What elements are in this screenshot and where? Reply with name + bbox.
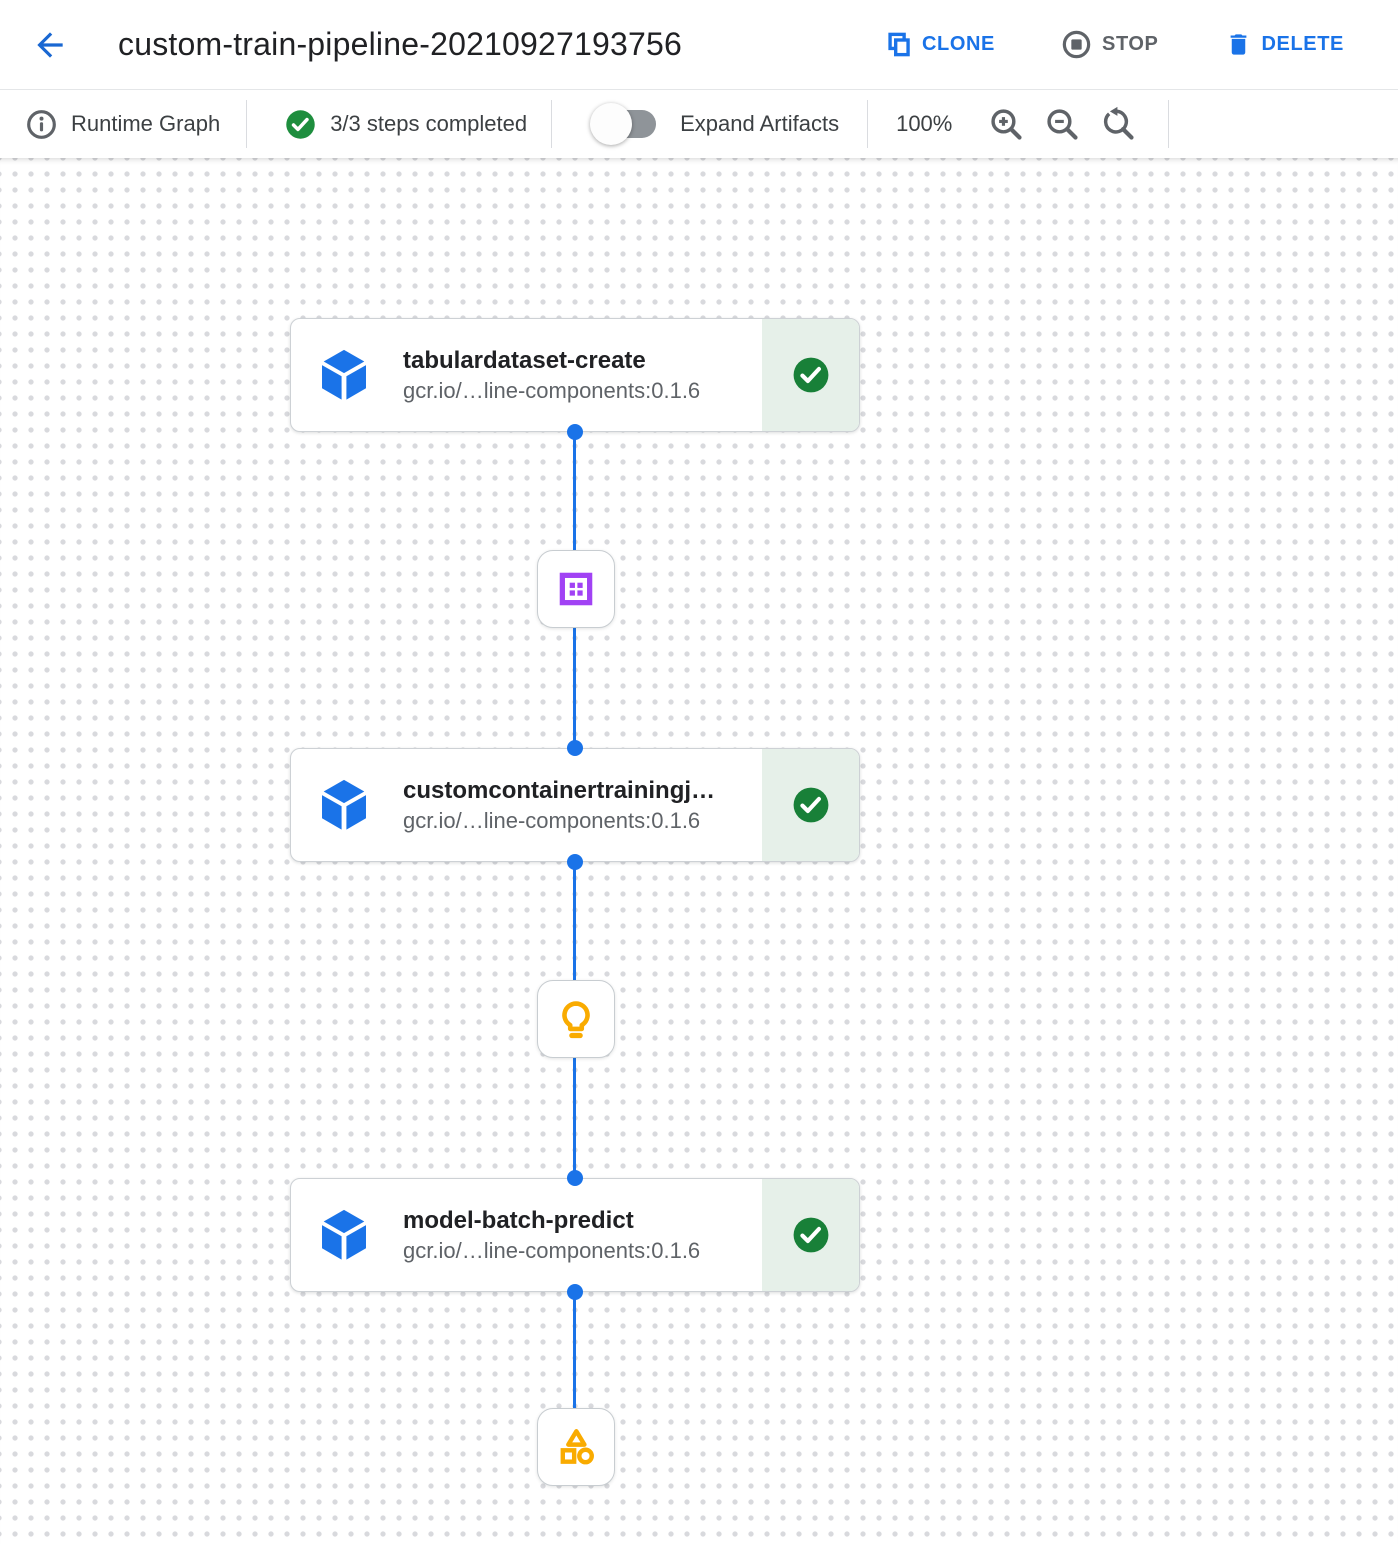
artifact-node-model[interactable] bbox=[537, 980, 615, 1058]
artifact-node-artifacts[interactable] bbox=[537, 1408, 615, 1486]
pipeline-graph-canvas[interactable]: tabulardataset-create gcr.io/…line-compo… bbox=[0, 158, 1398, 1544]
zoom-in-icon bbox=[991, 109, 1022, 140]
artifact-shapes-icon bbox=[560, 1429, 594, 1465]
success-check-icon bbox=[793, 357, 828, 393]
toggle-knob bbox=[590, 103, 633, 145]
node-title: model-batch-predict bbox=[403, 1206, 634, 1234]
pipeline-component-cube-icon bbox=[315, 1206, 373, 1264]
edge-artifact2-node3 bbox=[573, 1058, 576, 1178]
graph-toolbar: Runtime Graph 3/3 steps completed Expand… bbox=[0, 90, 1398, 158]
edge-anchor-dot bbox=[567, 424, 583, 440]
stop-label: STOP bbox=[1102, 33, 1159, 55]
header: custom-train-pipeline-20210927193756 CLO… bbox=[0, 0, 1398, 90]
steps-check-icon bbox=[285, 109, 316, 140]
edge-node3-artifact3 bbox=[573, 1292, 576, 1408]
toolbar-divider bbox=[551, 100, 553, 148]
zoom-out-icon bbox=[1047, 109, 1078, 140]
view-mode-label: Runtime Graph bbox=[71, 111, 221, 136]
node-image: gcr.io/…line-components:0.1.6 bbox=[403, 377, 701, 403]
toolbar-divider bbox=[1168, 100, 1170, 148]
zoom-in-button[interactable] bbox=[988, 106, 1024, 142]
node-title: tabulardataset-create bbox=[403, 346, 646, 374]
steps-status-label: 3/3 steps completed bbox=[330, 111, 528, 136]
delete-label: DELETE bbox=[1261, 33, 1344, 55]
model-lightbulb-icon bbox=[562, 1001, 590, 1039]
expand-artifacts-label: Expand Artifacts bbox=[680, 111, 840, 136]
edge-anchor-dot bbox=[567, 1170, 583, 1186]
success-check-icon bbox=[793, 1217, 828, 1253]
zoom-level-value: 100% bbox=[896, 111, 953, 136]
node-status-badge bbox=[762, 749, 859, 861]
node-status-badge bbox=[762, 319, 859, 431]
stop-button[interactable]: STOP bbox=[1061, 29, 1159, 60]
delete-button[interactable]: DELETE bbox=[1225, 31, 1345, 58]
artifact-node-dataset[interactable] bbox=[537, 550, 615, 628]
edge-anchor-dot bbox=[567, 1284, 583, 1300]
page-title: custom-train-pipeline-20210927193756 bbox=[118, 26, 683, 62]
dataset-icon bbox=[559, 572, 593, 606]
info-icon[interactable] bbox=[25, 108, 58, 141]
pipeline-node-customcontainertrainingjob[interactable]: customcontainertrainingj… gcr.io/…line-c… bbox=[290, 748, 860, 862]
node-image: gcr.io/…line-components:0.1.6 bbox=[403, 1237, 701, 1263]
pipeline-component-cube-icon bbox=[315, 776, 373, 834]
clone-button[interactable]: CLONE bbox=[885, 31, 995, 58]
zoom-out-button[interactable] bbox=[1044, 106, 1080, 142]
zoom-reset-button[interactable] bbox=[1100, 106, 1136, 142]
clone-label: CLONE bbox=[922, 33, 995, 55]
edge-artifact1-node2 bbox=[573, 628, 576, 748]
stop-icon bbox=[1062, 30, 1091, 59]
pipeline-node-model-batch-predict[interactable]: model-batch-predict gcr.io/…line-compone… bbox=[290, 1178, 860, 1292]
pipeline-component-cube-icon bbox=[315, 346, 373, 404]
zoom-reset-icon bbox=[1104, 106, 1134, 140]
node-status-badge bbox=[762, 1179, 859, 1291]
edge-anchor-dot bbox=[567, 854, 583, 870]
toolbar-divider bbox=[867, 100, 869, 148]
node-title: customcontainertrainingj… bbox=[403, 776, 716, 804]
expand-artifacts-toggle[interactable] bbox=[590, 103, 657, 145]
success-check-icon bbox=[793, 787, 828, 823]
edge-anchor-dot bbox=[567, 740, 583, 756]
edge-node2-artifact2 bbox=[573, 862, 576, 980]
pipeline-node-tabulardataset-create[interactable]: tabulardataset-create gcr.io/…line-compo… bbox=[290, 318, 860, 432]
toolbar-divider bbox=[246, 100, 248, 148]
back-button[interactable] bbox=[28, 23, 72, 67]
clone-icon bbox=[888, 32, 910, 57]
back-arrow-icon bbox=[37, 31, 63, 58]
delete-trash-icon bbox=[1230, 34, 1246, 55]
edge-node1-artifact1 bbox=[573, 432, 576, 550]
node-image: gcr.io/…line-components:0.1.6 bbox=[403, 807, 701, 833]
